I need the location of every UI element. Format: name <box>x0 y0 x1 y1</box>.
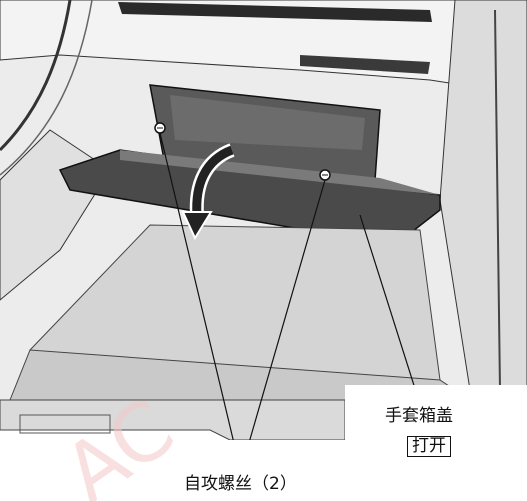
leader-line-screw-left <box>159 132 239 461</box>
floor-tab <box>19 414 111 434</box>
door-edge <box>494 9 501 391</box>
curved-down-arrow-icon <box>181 143 235 241</box>
label-screws: 自攻螺丝（2） <box>184 474 297 494</box>
glovebox-inner-wall <box>170 95 365 150</box>
label-glove-box-lid: 手套箱盖 <box>385 406 453 426</box>
screw-icon <box>154 122 166 134</box>
leader-line-lid <box>359 214 419 399</box>
label-action-open: 打开 <box>407 436 451 457</box>
defroster-vent <box>118 2 432 22</box>
steering-wheel-inner <box>0 0 93 176</box>
steering-wheel <box>0 0 72 152</box>
screw-icon <box>319 169 331 181</box>
glovebox-lid-top <box>120 150 440 195</box>
leader-line-screw-right <box>243 179 326 461</box>
defroster-vent-lower <box>300 55 430 74</box>
